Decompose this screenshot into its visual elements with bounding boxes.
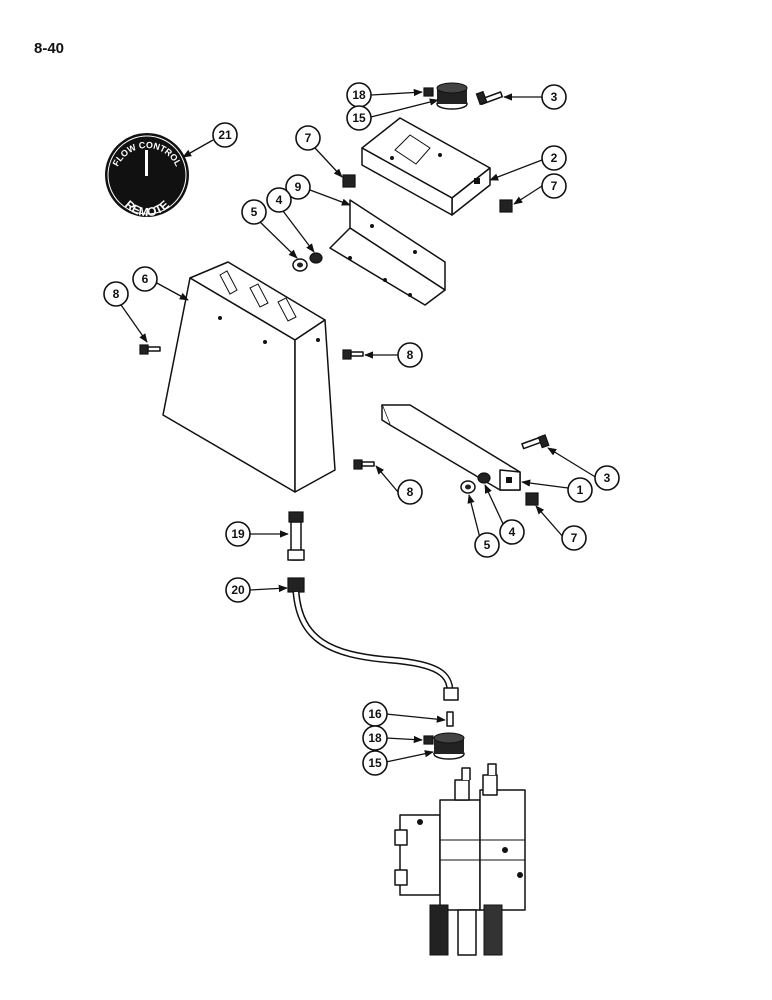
callout-3-upper: 3 [541,84,567,110]
washer-upper [292,258,308,272]
svg-text:5: 5 [484,538,491,552]
svg-text:9: 9 [295,180,302,194]
callout-4-lower: 4 [499,519,525,545]
callout-15-lower: 15 [362,750,388,776]
svg-text:3: 3 [604,471,611,485]
screw-middle [342,349,364,360]
page-number: 8-40 [34,40,65,57]
callout-18-upper: 18 [346,82,372,108]
svg-text:8: 8 [113,287,120,301]
callout-15-upper: 15 [346,105,372,131]
svg-text:6: 6 [142,272,149,286]
speed-nut-upper [342,174,356,188]
roll-pin [446,711,454,727]
svg-text:19: 19 [231,527,245,541]
callout-7-upper: 7 [295,125,321,151]
callout-5-upper: 5 [241,199,267,225]
svg-text:20: 20 [231,583,245,597]
upper-knob [436,82,468,110]
svg-text:15: 15 [368,756,382,770]
svg-text:7: 7 [551,179,558,193]
callout-1: 1 [567,477,593,503]
lower-screw [521,434,550,450]
callout-7-lower: 7 [561,525,587,551]
callout-4-upper: 4 [266,187,292,213]
callout-8-lower: 8 [397,479,423,505]
svg-text:REMOTE: REMOTE [122,198,172,220]
callout-2: 2 [541,145,567,171]
callout-18-lower: 18 [362,725,388,751]
svg-text:4: 4 [509,525,516,539]
callout-3-lower: 3 [594,465,620,491]
speed-nut-right [499,199,513,213]
svg-text:7: 7 [305,131,312,145]
callout-6: 6 [132,266,158,292]
lower-set-screw [423,735,434,745]
speed-nut-lower [525,492,539,506]
callout-8-middle: 8 [397,342,423,368]
lower-knob [433,732,465,760]
upper-mounting-bracket [361,117,491,216]
upper-set-screw [423,87,434,97]
callout-8-left: 8 [103,281,129,307]
control-cover [162,261,336,493]
callout-5-lower: 5 [474,532,500,558]
nut-lower [477,472,491,484]
flow-control-decal: FLOW CONTROL REMOTE [105,133,189,219]
nut-upper [309,252,323,264]
svg-text:1: 1 [577,483,584,497]
svg-text:7: 7 [571,531,578,545]
screw-left [139,344,161,355]
shaft-coupler [287,511,305,561]
svg-text:8: 8 [407,348,414,362]
decal-bottom-text: REMOTE [122,198,172,220]
svg-text:18: 18 [368,731,382,745]
svg-text:18: 18 [352,88,366,102]
callout-19: 19 [225,521,251,547]
svg-text:8: 8 [407,485,414,499]
callout-16: 16 [362,701,388,727]
svg-text:5: 5 [251,205,258,219]
upper-screw [475,90,504,106]
svg-text:2: 2 [551,151,558,165]
svg-text:4: 4 [276,193,283,207]
leader-lines [118,88,598,763]
flexible-cable [287,577,459,701]
svg-text:21: 21 [218,128,232,142]
screw-lower [353,459,375,470]
control-valve [394,763,526,956]
callout-7-right: 7 [541,173,567,199]
svg-text:16: 16 [368,707,382,721]
lower-bracket [381,404,521,491]
angle-bracket [329,199,446,306]
svg-text:15: 15 [352,111,366,125]
washer-lower [460,480,476,494]
callout-9: 9 [285,174,311,200]
callout-20: 20 [225,577,251,603]
callout-21: 21 [212,122,238,148]
svg-text:3: 3 [551,90,558,104]
